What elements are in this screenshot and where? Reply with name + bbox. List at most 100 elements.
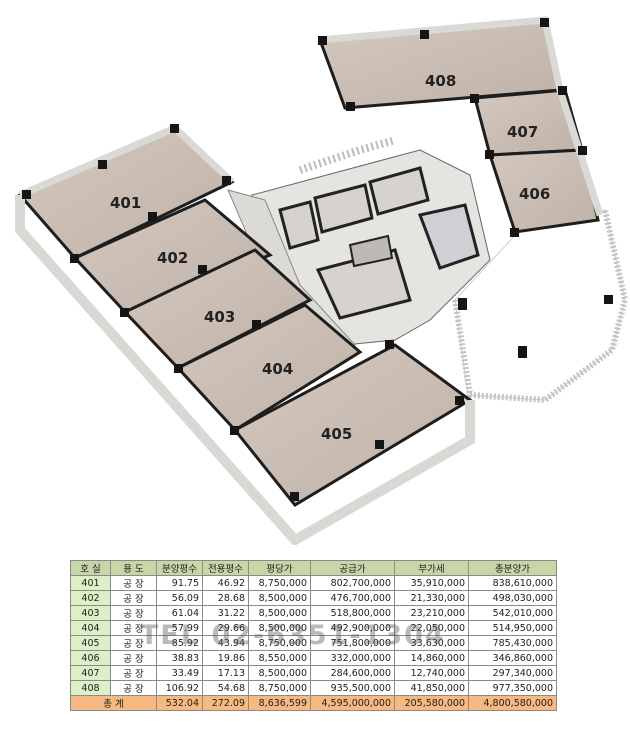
table-cell: 공 장 [110,650,157,666]
table-cell: 31.22 [202,605,249,621]
table-cell: 205,580,000 [394,695,469,711]
table-cell: 406 [70,650,111,666]
table-cell: 56.09 [156,590,203,606]
restroom [417,203,480,270]
table-header-cell: 전용평수 [202,560,249,576]
table-cell: 8,636,599 [248,695,311,711]
table-cell: 17.13 [202,665,249,681]
table-cell: 28.68 [202,590,249,606]
table-cell: 21,330,000 [394,590,469,606]
table-cell: 35,910,000 [394,575,469,591]
table-header-cell: 평당가 [248,560,311,576]
table-header-cell: 공급가 [310,560,395,576]
table-cell: 8,750,000 [248,575,311,591]
unit-label-404: 404 [262,360,293,378]
utility-room [368,166,430,216]
total-label: 총 계 [70,695,157,711]
unit-label-402: 402 [157,249,188,267]
table-cell: 8,500,000 [248,605,311,621]
table-cell: 401 [70,575,111,591]
room-403 [122,248,313,370]
table-cell: 977,350,000 [468,680,557,696]
table-cell: 61.04 [156,605,203,621]
table-cell: 공 장 [110,680,157,696]
table-cell: 532.04 [156,695,203,711]
west-wing-base [15,195,475,545]
terrace-railing [452,209,629,404]
table-cell: 91.75 [156,575,203,591]
table-cell: 41,850,000 [394,680,469,696]
table-cell: 332,000,000 [310,650,395,666]
columns [22,18,613,501]
table-cell: 802,700,000 [310,575,395,591]
unit-label-407: 407 [507,123,538,141]
table-cell: 12,740,000 [394,665,469,681]
table-header-cell: 용 도 [110,560,157,576]
table-cell: 공 장 [110,590,157,606]
table-cell: 297,340,000 [468,665,557,681]
table-header-cell: 부가세 [394,560,469,576]
table-cell: 38.83 [156,650,203,666]
table-header-cell: 총분양가 [468,560,557,576]
table-cell: 935,500,000 [310,680,395,696]
table-cell: 공 장 [110,575,157,591]
room-402 [72,198,273,314]
table-cell: 284,600,000 [310,665,395,681]
table-cell: 518,800,000 [310,605,395,621]
table-cell: 407 [70,665,111,681]
room-406 [487,148,600,234]
table-cell: 498,030,000 [468,590,557,606]
table-cell: 272.09 [202,695,249,711]
table-cell: 8,500,000 [248,590,311,606]
table-cell: 46.92 [202,575,249,591]
room-404 [175,303,363,432]
table-cell: 19.86 [202,650,249,666]
table-header-cell: 분양평수 [156,560,203,576]
watermark: TEL 02-6351-1304 [140,620,446,651]
table-cell: 838,610,000 [468,575,557,591]
table-cell: 346,860,000 [468,650,557,666]
unit-label-406: 406 [519,185,550,203]
table-cell: 408 [70,680,111,696]
table-cell: 14,860,000 [394,650,469,666]
table-header-cell: 호 실 [70,560,111,576]
table-cell: 54.68 [202,680,249,696]
table-cell: 106.92 [156,680,203,696]
unit-label-408: 408 [425,72,456,90]
shaft-room [348,234,394,268]
table-cell: 8,550,000 [248,650,311,666]
stair-room [313,183,374,234]
table-cell: 402 [70,590,111,606]
table-cell: 23,210,000 [394,605,469,621]
table-cell: 33.49 [156,665,203,681]
table-cell: 4,595,000,000 [310,695,395,711]
table-cell: 8,500,000 [248,665,311,681]
elevator-room [278,200,320,250]
table-cell: 514,950,000 [468,620,557,636]
table-cell: 542,010,000 [468,605,557,621]
table-cell: 476,700,000 [310,590,395,606]
table-cell: 403 [70,605,111,621]
unit-label-403: 403 [204,308,235,326]
table-cell: 4,800,580,000 [468,695,557,711]
floor-plan-diagram: 401 402 403 404 405 406 407 408 [15,16,629,545]
table-cell: 공 장 [110,665,157,681]
unit-label-405: 405 [321,425,352,443]
table-cell: 405 [70,635,111,651]
table-cell: 8,750,000 [248,680,311,696]
table-cell: 404 [70,620,111,636]
table-cell: 785,430,000 [468,635,557,651]
core-partitions [298,136,397,174]
table-cell: 공 장 [110,605,157,621]
